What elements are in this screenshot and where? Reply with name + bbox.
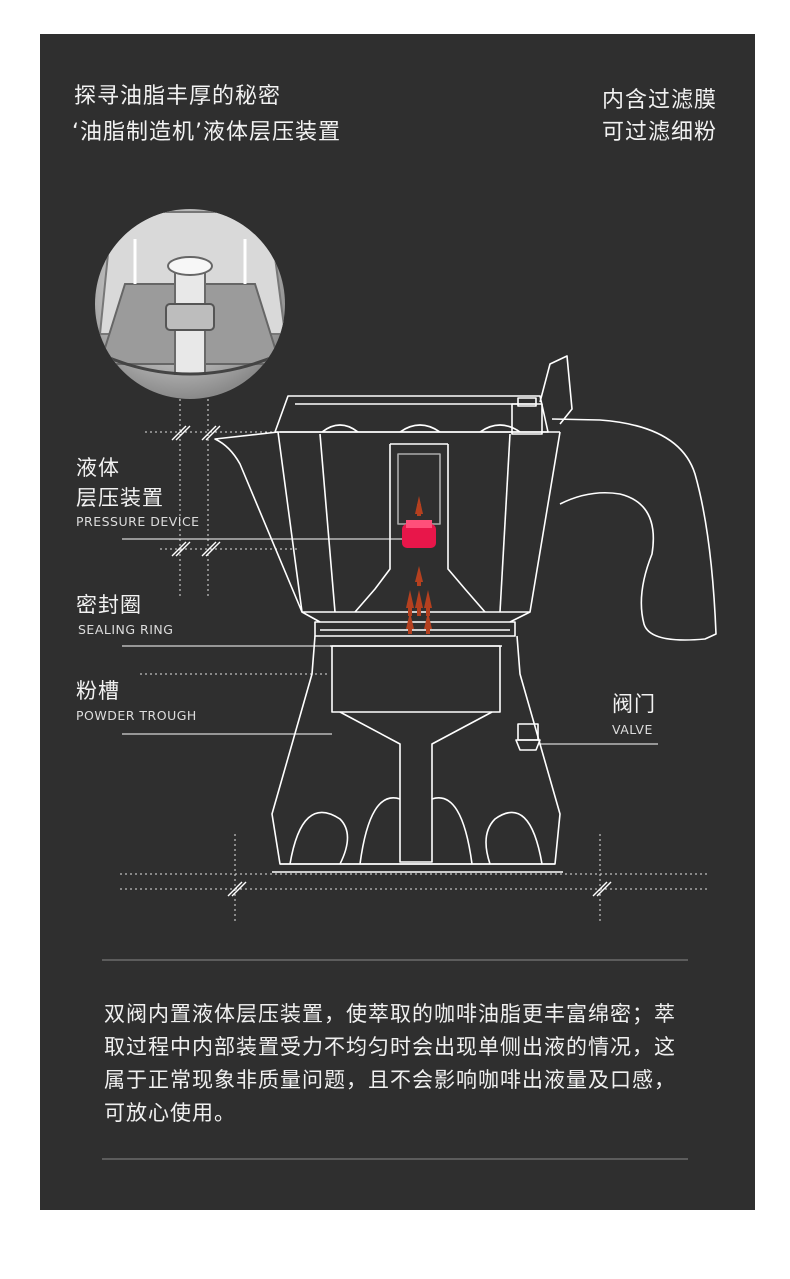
description-text: 双阀内置液体层压装置，使萃取的咖啡油脂更丰富绵密；萃取过程中内部装置受力不均匀时… bbox=[104, 1002, 676, 1125]
dimension-tick-icon bbox=[171, 425, 612, 897]
pressure-label-en: PRESSURE DEVICE bbox=[76, 514, 200, 529]
pressure-label-cn-1: 液体 bbox=[76, 456, 120, 480]
headline-line2: ‘油脂制造机’液体层压装置 bbox=[72, 120, 341, 145]
valve-label-en: VALVE bbox=[612, 722, 653, 737]
filter-note-line1: 内含过滤膜 bbox=[601, 88, 717, 113]
pressure-highlight bbox=[402, 520, 436, 548]
diagram-panel: 探寻油脂丰厚的秘密 ‘油脂制造机’液体层压装置 内含过滤膜 可过滤细粉 液体 层… bbox=[40, 34, 755, 1210]
pressure-device-closeup bbox=[95, 209, 285, 399]
sealing-label-cn: 密封圈 bbox=[76, 593, 142, 617]
filter-note-line2: 可过滤细粉 bbox=[601, 120, 717, 145]
powder-label-cn: 粉槽 bbox=[76, 679, 120, 703]
valve-label-cn: 阀门 bbox=[612, 692, 656, 716]
sealing-label-en: SEALING RING bbox=[78, 622, 174, 637]
powder-label-en: POWDER TROUGH bbox=[76, 708, 197, 723]
flow-arrow-icon bbox=[406, 496, 432, 634]
moka-pot-diagram bbox=[95, 209, 717, 1160]
headline-line1: 探寻油脂丰厚的秘密 bbox=[74, 84, 282, 109]
pressure-label-cn-2: 层压装置 bbox=[76, 486, 164, 510]
